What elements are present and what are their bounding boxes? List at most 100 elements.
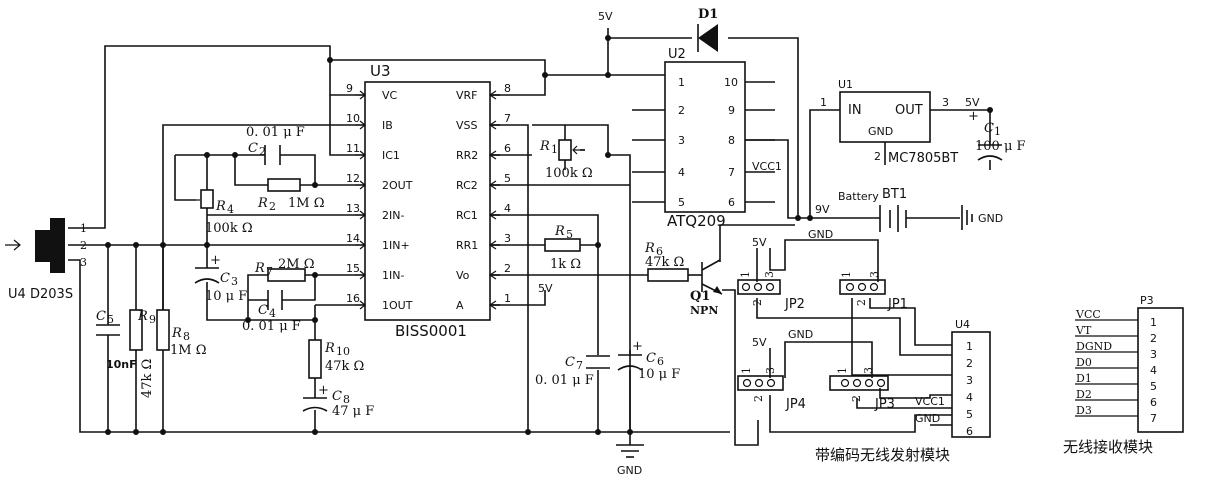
svg-text:R: R <box>539 139 550 154</box>
receiver-title: 无线接收模块 <box>1063 438 1153 456</box>
u3-pin-2: 2 <box>504 262 511 275</box>
svg-text:47 μ F: 47 μ F <box>332 404 374 419</box>
net-5v-top: 5V <box>598 10 613 23</box>
u3-pin-11: 11 <box>346 142 360 155</box>
svg-text:+: + <box>968 109 979 124</box>
svg-text:R: R <box>137 309 148 324</box>
p3-signal-3: D0 <box>1076 356 1092 369</box>
svg-text:1: 1 <box>994 125 1001 138</box>
svg-text:2: 2 <box>855 299 868 306</box>
p3-pin-5: 5 <box>1150 380 1157 393</box>
svg-text:1: 1 <box>966 340 973 353</box>
svg-text:2: 2 <box>269 200 276 213</box>
svg-text:3: 3 <box>763 271 776 278</box>
battery-bt1: Battery BT1 9V GND <box>795 187 1003 232</box>
svg-text:2: 2 <box>850 395 863 402</box>
u3-left-pins: 9VC10IB11IC1122OUT132IN-141IN+151IN-161O… <box>346 82 413 312</box>
wiring <box>68 28 991 446</box>
svg-text:10: 10 <box>336 345 350 358</box>
jumper-jp4: 1 2 3 JP4 <box>737 367 806 412</box>
svg-text:5: 5 <box>966 408 973 421</box>
u2-pin2: 2 <box>678 104 685 117</box>
u3-pin-10: 10 <box>346 112 360 125</box>
resistor-r10: R 10 47k Ω <box>308 339 364 379</box>
u3-pin-15: 15 <box>346 262 360 275</box>
svg-text:NPN: NPN <box>690 304 718 317</box>
jumper-jp2: 1 2 3 JP2 <box>737 271 805 312</box>
resistor-r9: R 9 47k Ω <box>129 242 156 398</box>
svg-text:4: 4 <box>269 307 276 320</box>
svg-text:3: 3 <box>966 374 973 387</box>
resistor-r7: R 7 2M Ω <box>254 257 318 282</box>
svg-text:2: 2 <box>966 357 973 370</box>
u3-pin-label-1: A <box>456 299 464 312</box>
u1-mc7805: U1 IN OUT GND 1 3 2 MC7805BT 5V <box>820 78 993 166</box>
svg-text:0. 01 μ F: 0. 01 μ F <box>242 319 301 334</box>
capacitor-c8: + C 8 47 μ F <box>302 383 374 419</box>
svg-text:4: 4 <box>227 203 234 216</box>
svg-text:C: C <box>258 303 268 318</box>
svg-text:C: C <box>220 271 230 286</box>
svg-text:C: C <box>984 121 994 136</box>
svg-text:47k Ω: 47k Ω <box>325 359 364 374</box>
u1-pin1: 1 <box>820 96 827 109</box>
svg-text:3: 3 <box>764 367 777 374</box>
u3-pin-label-14: 1IN+ <box>382 239 410 252</box>
svg-text:2: 2 <box>752 395 765 402</box>
u3-pin-8: 8 <box>504 82 511 95</box>
u3-pin-12: 12 <box>346 172 360 185</box>
u2-part: ATQ209 <box>667 212 726 230</box>
diode-d1: D1 <box>697 7 718 52</box>
sensor-pin3: 3 <box>80 256 87 269</box>
svg-text:1: 1 <box>739 271 752 278</box>
net-5v-u1: 5V <box>965 96 980 109</box>
u3-pin-6: 6 <box>504 142 511 155</box>
svg-text:5: 5 <box>107 313 114 326</box>
ground-symbol: GND <box>616 444 644 477</box>
svg-text:JP1: JP1 <box>887 297 908 312</box>
potentiometer-r1: R 1 100k Ω <box>539 139 611 181</box>
svg-text:2M Ω: 2M Ω <box>278 257 315 272</box>
svg-text:5V: 5V <box>752 236 767 249</box>
u3-pin-16: 16 <box>346 292 360 305</box>
u2-vcc-label: VCC1 <box>752 160 782 173</box>
u1-part: MC7805BT <box>888 151 958 166</box>
p3-signal-0: VCC <box>1075 308 1101 321</box>
svg-text:JP3: JP3 <box>874 397 895 412</box>
u1-pin3: 3 <box>942 96 949 109</box>
u3-pin-9: 9 <box>346 82 353 95</box>
u3-pin-label-11: IC1 <box>382 149 400 162</box>
potentiometer-r4: R 4 100k Ω <box>196 189 253 248</box>
svg-text:6: 6 <box>966 425 973 438</box>
u3-pin-label-7: VSS <box>456 119 478 132</box>
u1-out: OUT <box>895 103 923 118</box>
u2-pin8: 8 <box>728 134 735 147</box>
svg-text:R: R <box>215 199 226 214</box>
svg-text:1M Ω: 1M Ω <box>288 196 325 211</box>
svg-text:VCC1: VCC1 <box>915 395 945 408</box>
p3-pin-1: 1 <box>1150 316 1157 329</box>
capacitor-c6: + C 6 10 μ F <box>525 339 680 435</box>
svg-text:6: 6 <box>656 245 663 258</box>
transmitter-title: 带编码无线发射模块 <box>815 446 950 464</box>
u2-pin4: 4 <box>678 166 685 179</box>
u3-part: BISS0001 <box>395 322 467 340</box>
svg-text:6: 6 <box>657 355 664 368</box>
svg-text:+: + <box>210 253 221 268</box>
svg-text:GND: GND <box>915 412 940 425</box>
svg-text:1: 1 <box>836 367 849 374</box>
svg-text:C: C <box>332 389 342 404</box>
svg-text:GND: GND <box>617 464 642 477</box>
p3-pin-4: 4 <box>1150 364 1157 377</box>
svg-text:1: 1 <box>840 271 853 278</box>
capacitor-c1: + C 1 100 μ F <box>968 109 1026 161</box>
sensor-pin2: 2 <box>80 239 87 252</box>
resistor-r5: R 5 1k Ω <box>544 224 601 272</box>
svg-text:1M Ω: 1M Ω <box>170 343 207 358</box>
u2-pin3: 3 <box>678 134 685 147</box>
svg-text:Battery: Battery <box>838 190 879 203</box>
svg-text:47k Ω: 47k Ω <box>140 359 155 398</box>
svg-text:JP4: JP4 <box>785 397 806 412</box>
svg-text:R: R <box>257 196 268 211</box>
